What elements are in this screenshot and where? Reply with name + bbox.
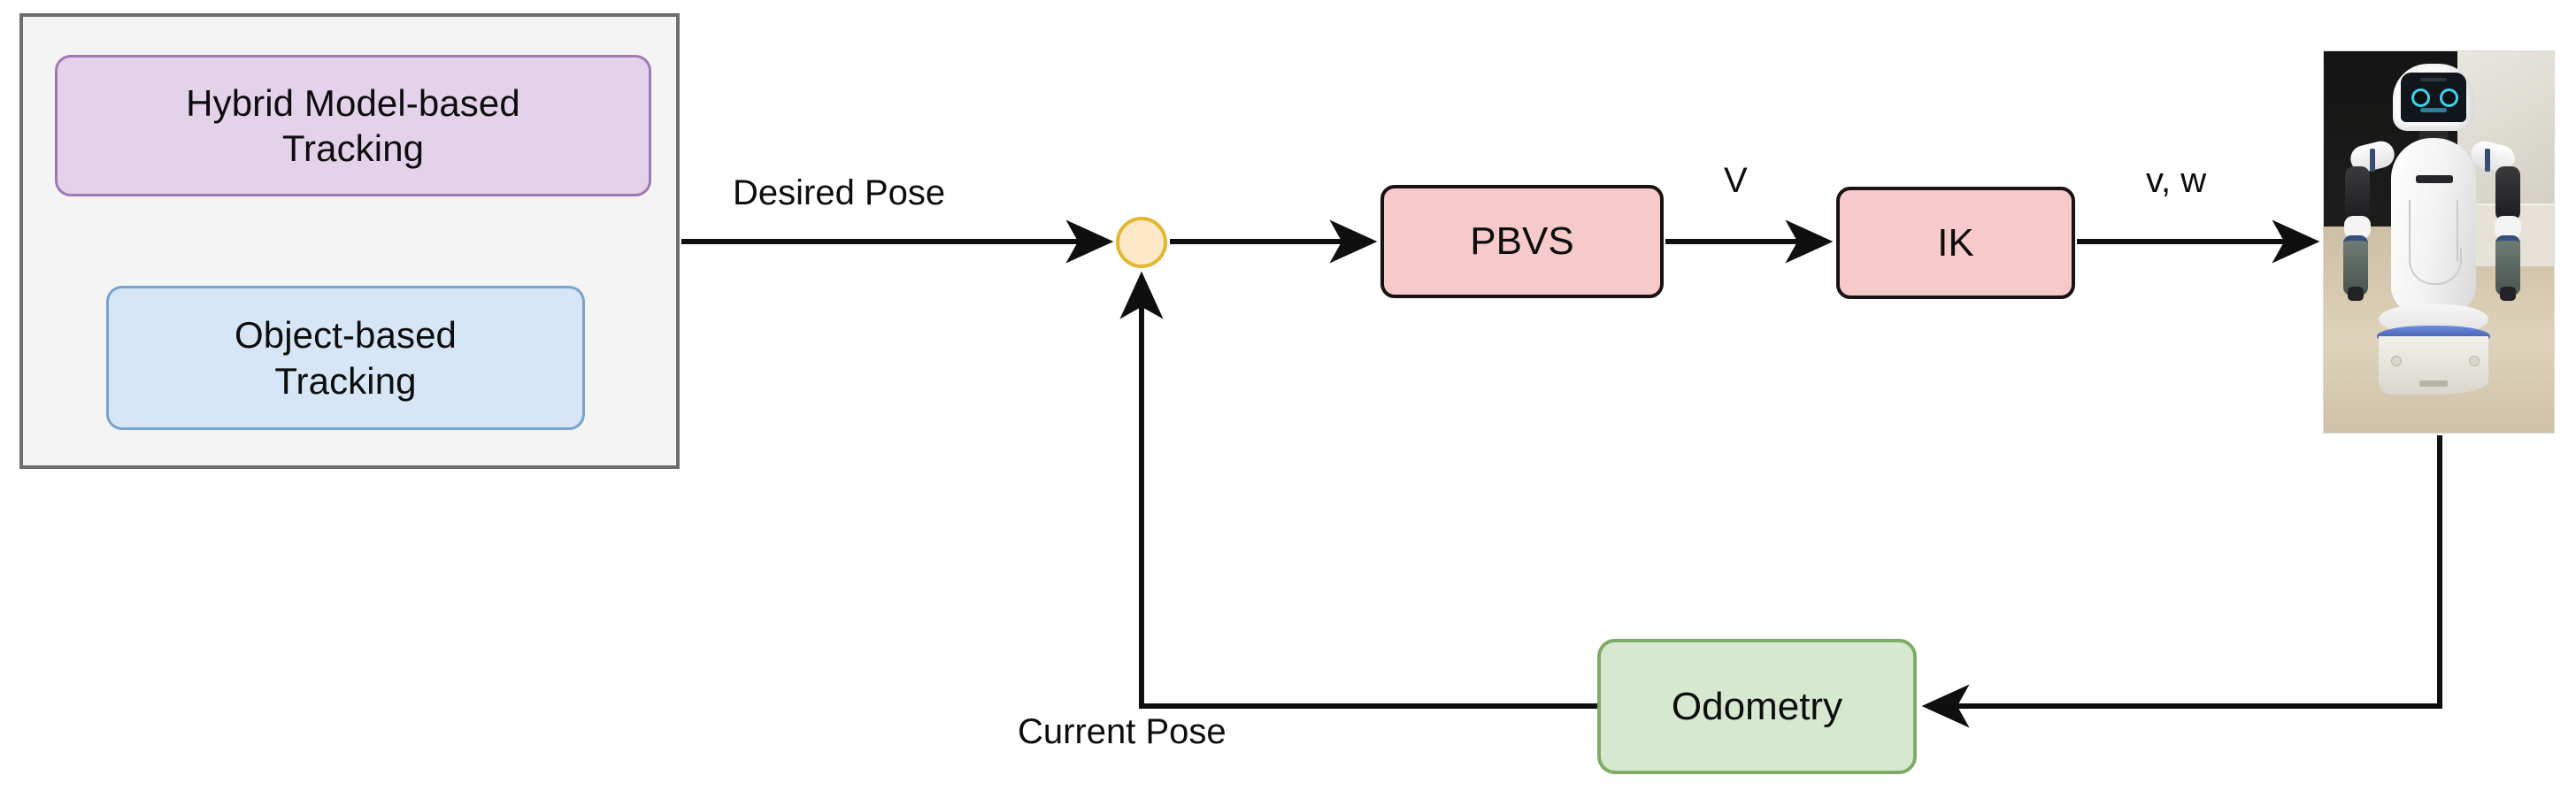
robot-base-vent: [2419, 380, 2448, 387]
robot-chest-slot: [2416, 175, 2453, 183]
edge-label-linear-angular-velocity: v, w: [2146, 161, 2207, 200]
robot-eye-left: [2411, 88, 2430, 107]
odometry-label: Odometry: [1671, 684, 1843, 728]
robot-mouth: [2420, 108, 2447, 112]
odometry-block[interactable]: Odometry: [1597, 639, 1917, 774]
robot-shoulder-ring-left: [2370, 149, 2375, 172]
edge-label-desired-pose: Desired Pose: [733, 173, 946, 212]
edge-label-velocity: V: [1724, 161, 1748, 200]
object-based-tracking-block[interactable]: Object-based Tracking: [106, 286, 585, 430]
robot-chest-seam-left: [2409, 200, 2411, 262]
ik-label: IK: [1937, 220, 1974, 265]
hybrid-tracking-label-line2: Tracking: [281, 127, 425, 169]
robot-chest-seam-right: [2457, 200, 2458, 262]
robot-shoulder-ring-right: [2485, 149, 2490, 172]
robot-eye-right: [2440, 88, 2458, 107]
robot-torso: [2391, 138, 2476, 313]
robot-hand-right: [2500, 287, 2516, 301]
object-tracking-label-line2: Tracking: [274, 359, 417, 402]
robot-base-sensor-left: [2391, 356, 2402, 366]
robot-base-sensor-right: [2469, 356, 2480, 366]
robot-photo: [2323, 50, 2555, 434]
edge-odometry-to-junction: [1119, 271, 1597, 709]
robot-elbow-right: [2495, 216, 2521, 239]
summing-junction[interactable]: [1116, 217, 1167, 268]
edge-label-current-pose: Current Pose: [1018, 712, 1226, 751]
robot-forearm-right: [2495, 235, 2520, 296]
robot-upper-arm-right: [2495, 166, 2520, 221]
hybrid-model-based-tracking-block[interactable]: Hybrid Model-based Tracking: [55, 55, 651, 196]
robot-chest-arc: [2409, 248, 2462, 285]
robot-forearm-left: [2343, 235, 2368, 296]
robot-hand-left: [2348, 287, 2364, 301]
robot-face-screen: [2401, 73, 2466, 122]
object-tracking-label: Object-based Tracking: [235, 312, 457, 403]
robot-face-sensor-bar: [2420, 78, 2447, 81]
edge-robot-to-odometry: [1921, 435, 2442, 728]
pbvs-block[interactable]: PBVS: [1380, 185, 1664, 298]
robot-elbow-left: [2344, 216, 2371, 239]
ik-block[interactable]: IK: [1836, 187, 2075, 299]
hybrid-tracking-label-line1: Hybrid Model-based: [186, 81, 520, 124]
pbvs-label: PBVS: [1470, 219, 1574, 263]
object-tracking-label-line1: Object-based: [234, 314, 457, 357]
hybrid-tracking-label: Hybrid Model-based Tracking: [186, 81, 520, 171]
robot-upper-arm-left: [2345, 166, 2370, 221]
